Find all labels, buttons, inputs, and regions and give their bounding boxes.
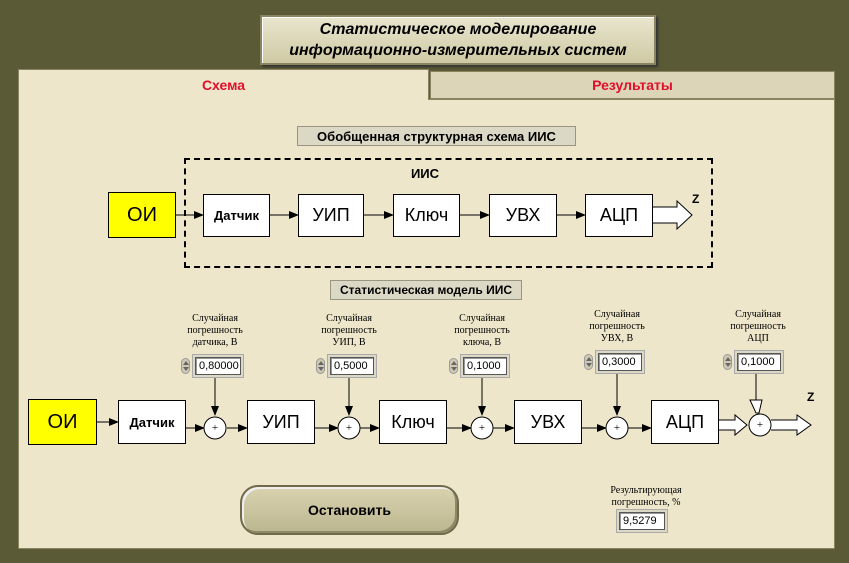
- error-label-key-l1: Случайная: [459, 313, 505, 324]
- error-sensor-field[interactable]: 0,80000: [195, 357, 241, 375]
- error-input-adc: 0,1000: [723, 350, 784, 374]
- app-title-line1: Статистическое моделирование: [319, 21, 597, 38]
- sum-plus-2: +: [345, 422, 353, 434]
- struct-output-label: Z: [692, 192, 700, 206]
- error-input-uip: 0,5000: [316, 354, 377, 378]
- error-label-sensor: Случайная погрешность датчика, В: [175, 313, 255, 349]
- error-label-uvh-l1: Случайная: [594, 309, 640, 320]
- sum-junction-1: [203, 416, 227, 440]
- error-uvh-field[interactable]: 0,3000: [598, 353, 642, 371]
- sum-plus-3: +: [478, 422, 486, 434]
- sum-plus-4: +: [613, 422, 621, 434]
- error-label-uip: Случайная погрешность УИП, В: [307, 313, 391, 349]
- stop-button[interactable]: Остановить: [240, 485, 459, 535]
- sum-plus-1: +: [211, 422, 219, 434]
- stat-output-label: Z: [807, 390, 815, 404]
- stat-sensor-block: Датчик: [118, 400, 186, 444]
- result-indicator: 9,5279: [616, 509, 668, 533]
- tab-panel: [18, 99, 835, 549]
- error-label-adc-l3: АЦП: [747, 333, 769, 344]
- stat-source-block: ОИ: [28, 399, 97, 445]
- stepper-icon[interactable]: [181, 358, 190, 374]
- tab-scheme-label: Схема: [201, 77, 246, 93]
- error-input-uvh: 0,3000: [584, 350, 645, 374]
- tab-results[interactable]: Результаты: [430, 71, 835, 99]
- error-label-uvh-l2: погрешность: [589, 321, 645, 332]
- error-label-key: Случайная погрешность ключа, В: [440, 313, 524, 349]
- struct-sensor-block: Датчик: [203, 194, 270, 237]
- struct-adc-block: АЦП: [585, 194, 653, 237]
- error-label-uip-l2: погрешность: [321, 325, 377, 336]
- stepper-icon[interactable]: [584, 354, 593, 370]
- sum-plus-5: +: [756, 419, 764, 431]
- iis-boundary: [184, 158, 713, 268]
- stat-uip-block: УИП: [247, 400, 315, 444]
- error-input-sensor: 0,80000: [181, 354, 244, 378]
- result-label-l2: погрешность, %: [611, 497, 681, 508]
- struct-key-block: Ключ: [393, 194, 460, 237]
- error-label-uvh-l3: УВХ, В: [600, 333, 634, 344]
- iis-label: ИИС: [410, 166, 440, 181]
- error-adc-field[interactable]: 0,1000: [737, 353, 781, 371]
- error-label-key-l2: погрешность: [454, 325, 510, 336]
- error-label-adc-l1: Случайная: [735, 309, 781, 320]
- stat-uvh-block: УВХ: [514, 400, 582, 444]
- app-title-line2: информационно-измерительных систем: [289, 42, 627, 59]
- sum-junction-2: [337, 416, 361, 440]
- result-value: 9,5279: [619, 512, 665, 530]
- sum-junction-3: [470, 416, 494, 440]
- struct-uip-block: УИП: [298, 194, 364, 237]
- result-label-l1: Результирующая: [610, 485, 682, 496]
- error-label-uip-l3: УИП, В: [332, 337, 366, 348]
- error-key-field[interactable]: 0,1000: [463, 357, 507, 375]
- result-label: Результирующая погрешность, %: [590, 485, 702, 509]
- stepper-icon[interactable]: [449, 358, 458, 374]
- error-label-sensor-l2: погрешность: [187, 325, 243, 336]
- stat-adc-block: АЦП: [651, 400, 719, 444]
- error-label-uvh: Случайная погрешность УВХ, В: [575, 309, 659, 345]
- error-label-uip-l1: Случайная: [326, 313, 372, 324]
- error-label-sensor-l1: Случайная: [192, 313, 238, 324]
- stepper-icon[interactable]: [316, 358, 325, 374]
- struct-source-block: ОИ: [108, 192, 176, 238]
- statistical-header: Статистическая модель ИИС: [330, 280, 522, 300]
- stepper-icon[interactable]: [723, 354, 732, 370]
- sum-junction-5: [748, 413, 772, 437]
- struct-uvh-block: УВХ: [489, 194, 557, 237]
- error-input-key: 0,1000: [449, 354, 510, 378]
- stat-key-block: Ключ: [379, 400, 447, 444]
- error-label-adc: Случайная погрешность АЦП: [716, 309, 800, 345]
- tab-scheme[interactable]: Схема: [18, 69, 429, 100]
- tab-results-label: Результаты: [592, 77, 673, 93]
- app-title: Статистическое моделирование информацион…: [260, 15, 656, 65]
- error-label-adc-l2: погрешность: [730, 321, 786, 332]
- error-label-key-l3: ключа, В: [462, 337, 502, 348]
- structural-header: Обобщенная структурная схема ИИС: [297, 126, 576, 146]
- error-uip-field[interactable]: 0,5000: [330, 357, 374, 375]
- sum-junction-4: [605, 416, 629, 440]
- error-label-sensor-l3: датчика, В: [192, 337, 238, 348]
